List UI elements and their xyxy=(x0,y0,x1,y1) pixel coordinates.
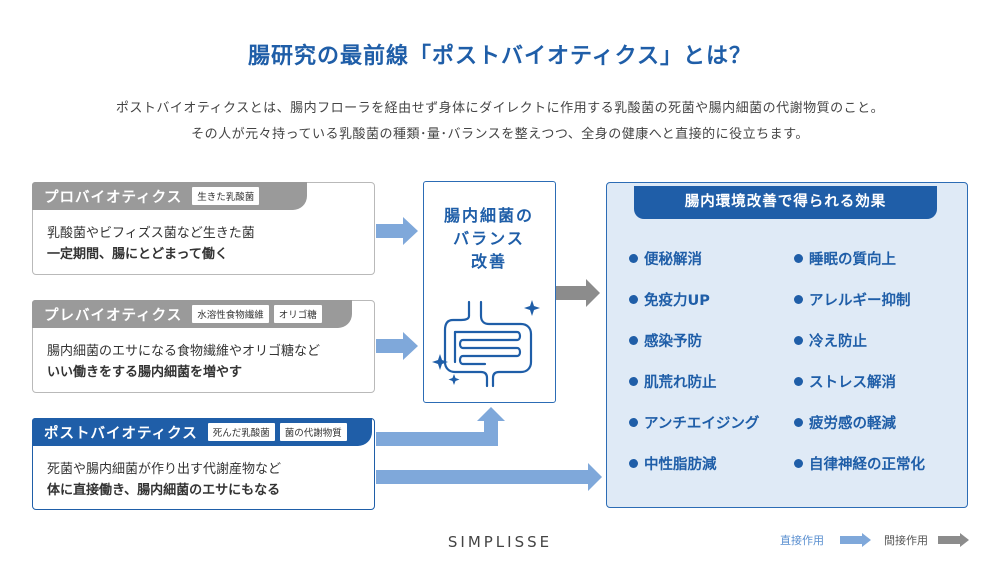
effect-item: ストレス解消 xyxy=(794,371,896,392)
bullet-icon xyxy=(629,459,638,468)
effect-item: 睡眠の質向上 xyxy=(794,248,896,269)
effect-label: 中性脂肪減 xyxy=(644,457,717,473)
effect-item: 疲労感の軽減 xyxy=(794,412,896,433)
intro-line-2: その人が元々持っている乳酸菌の種類･量･バランスを整えつつ、全身の健康へと直接的… xyxy=(191,127,809,142)
center-label-line-1: 腸内細菌の xyxy=(443,206,534,225)
arrow-prebiotics-to-center xyxy=(376,332,418,360)
legend-direct-arrow-icon xyxy=(840,533,871,547)
postbiotics-tag-2: 菌の代謝物質 xyxy=(279,423,347,441)
balance-improvement-label: 腸内細菌の バランス 改善 xyxy=(424,204,554,273)
effect-item: アレルギー抑制 xyxy=(794,289,911,310)
bullet-icon xyxy=(794,459,803,468)
effect-label: 冷え防止 xyxy=(809,334,867,350)
bullet-icon xyxy=(794,295,803,304)
arrow-postbiotics-to-center xyxy=(376,407,505,446)
sparkle-icon xyxy=(524,300,540,316)
bullet-icon xyxy=(794,336,803,345)
legend-indirect-label: 間接作用 xyxy=(884,534,928,547)
center-label-line-2: バランス xyxy=(453,229,525,248)
effect-label: 便秘解消 xyxy=(644,252,702,268)
effect-label: アレルギー抑制 xyxy=(809,293,911,309)
bullet-icon xyxy=(629,377,638,386)
effect-item: 冷え防止 xyxy=(794,330,867,351)
probiotics-card: プロバイオティクス 生きた乳酸菌 乳酸菌やビフィズス菌など生きた菌 一定期間、腸… xyxy=(32,182,375,275)
prebiotics-header: プレバイオティクス 水溶性食物繊維 オリゴ糖 xyxy=(32,300,352,328)
probiotics-description: 乳酸菌やビフィズス菌など生きた菌 一定期間、腸にとどまって働く xyxy=(47,223,255,265)
effect-label: 自律神経の正常化 xyxy=(809,457,925,473)
bullet-icon xyxy=(629,336,638,345)
prebiotics-card: プレバイオティクス 水溶性食物繊維 オリゴ糖 腸内細菌のエサになる食物繊維やオリ… xyxy=(32,300,375,393)
brand-logo: SIMPLISSE xyxy=(447,533,553,551)
prebiotics-desc-line-2: いい働きをする腸内細菌を増やす xyxy=(47,365,243,380)
postbiotics-desc-line-1: 死菌や腸内細菌が作り出す代謝産物など xyxy=(47,462,282,477)
bullet-icon xyxy=(794,418,803,427)
postbiotics-desc-line-2: 体に直接働き、腸内細菌のエサにもなる xyxy=(47,483,281,498)
effect-label: 肌荒れ防止 xyxy=(644,375,717,391)
postbiotics-tag-1: 死んだ乳酸菌 xyxy=(207,423,275,441)
effect-label: 免疫力UP xyxy=(644,293,710,309)
effect-label: ストレス解消 xyxy=(809,375,896,391)
arrow-postbiotics-to-results xyxy=(376,463,602,491)
effect-item: アンチエイジング xyxy=(629,412,759,433)
effect-label: 疲労感の軽減 xyxy=(809,416,896,432)
sparkle-icon xyxy=(432,354,448,370)
effect-item: 感染予防 xyxy=(629,330,702,351)
probiotics-desc-line-1: 乳酸菌やビフィズス菌など生きた菌 xyxy=(47,226,255,241)
center-label-line-3: 改善 xyxy=(470,252,507,271)
effect-item: 自律神経の正常化 xyxy=(794,453,925,474)
effect-item: 中性脂肪減 xyxy=(629,453,717,474)
bullet-icon xyxy=(629,254,638,263)
legend-direct-label: 直接作用 xyxy=(780,534,824,547)
arrow-probiotics-to-center xyxy=(376,217,418,245)
prebiotics-tag-1: 水溶性食物繊維 xyxy=(192,305,269,323)
probiotics-tag-1: 生きた乳酸菌 xyxy=(192,187,260,205)
prebiotics-name: プレバイオティクス xyxy=(44,307,183,324)
effects-title: 腸内環境改善で得られる効果 xyxy=(634,186,937,219)
effect-label: 睡眠の質向上 xyxy=(809,252,896,268)
effect-label: アンチエイジング xyxy=(644,416,760,432)
bullet-icon xyxy=(794,377,803,386)
page-title: 腸研究の最前線「ポストバイオティクス」とは？ xyxy=(247,44,753,69)
prebiotics-tag-2: オリゴ糖 xyxy=(273,305,322,323)
prebiotics-desc-line-1: 腸内細菌のエサになる食物繊維やオリゴ糖など xyxy=(47,344,321,359)
effect-item: 肌荒れ防止 xyxy=(629,371,717,392)
effect-item: 便秘解消 xyxy=(629,248,702,269)
postbiotics-card: ポストバイオティクス 死んだ乳酸菌 菌の代謝物質 死菌や腸内細菌が作り出す代謝産… xyxy=(32,418,375,510)
intro-line-1: ポストバイオティクスとは、腸内フローラを経由せず身体にダイレクトに作用する乳酸菌… xyxy=(115,101,885,116)
balance-improvement-box: 腸内細菌の バランス 改善 xyxy=(423,181,556,403)
intestine-icon xyxy=(432,300,540,388)
bullet-icon xyxy=(794,254,803,263)
probiotics-header: プロバイオティクス 生きた乳酸菌 xyxy=(32,182,307,210)
postbiotics-description: 死菌や腸内細菌が作り出す代謝産物など 体に直接働き、腸内細菌のエサにもなる xyxy=(47,459,281,501)
bullet-icon xyxy=(629,295,638,304)
effects-panel: 腸内環境改善で得られる効果 便秘解消 免疫力UP 感染予防 肌荒れ防止 アンチエ… xyxy=(606,182,968,508)
postbiotics-header: ポストバイオティクス 死んだ乳酸菌 菌の代謝物質 xyxy=(32,418,372,446)
postbiotics-name: ポストバイオティクス xyxy=(44,425,198,442)
probiotics-desc-line-2: 一定期間、腸にとどまって働く xyxy=(47,247,228,262)
effect-label: 感染予防 xyxy=(644,334,702,350)
probiotics-name: プロバイオティクス xyxy=(44,189,183,206)
bullet-icon xyxy=(629,418,638,427)
arrow-center-to-results xyxy=(556,279,600,307)
prebiotics-description: 腸内細菌のエサになる食物繊維やオリゴ糖など いい働きをする腸内細菌を増やす xyxy=(47,341,320,383)
legend-indirect-arrow-icon xyxy=(938,533,969,547)
effect-item: 免疫力UP xyxy=(629,289,710,310)
legend: 直接作用 間接作用 xyxy=(780,531,980,549)
sparkle-icon xyxy=(448,374,460,385)
